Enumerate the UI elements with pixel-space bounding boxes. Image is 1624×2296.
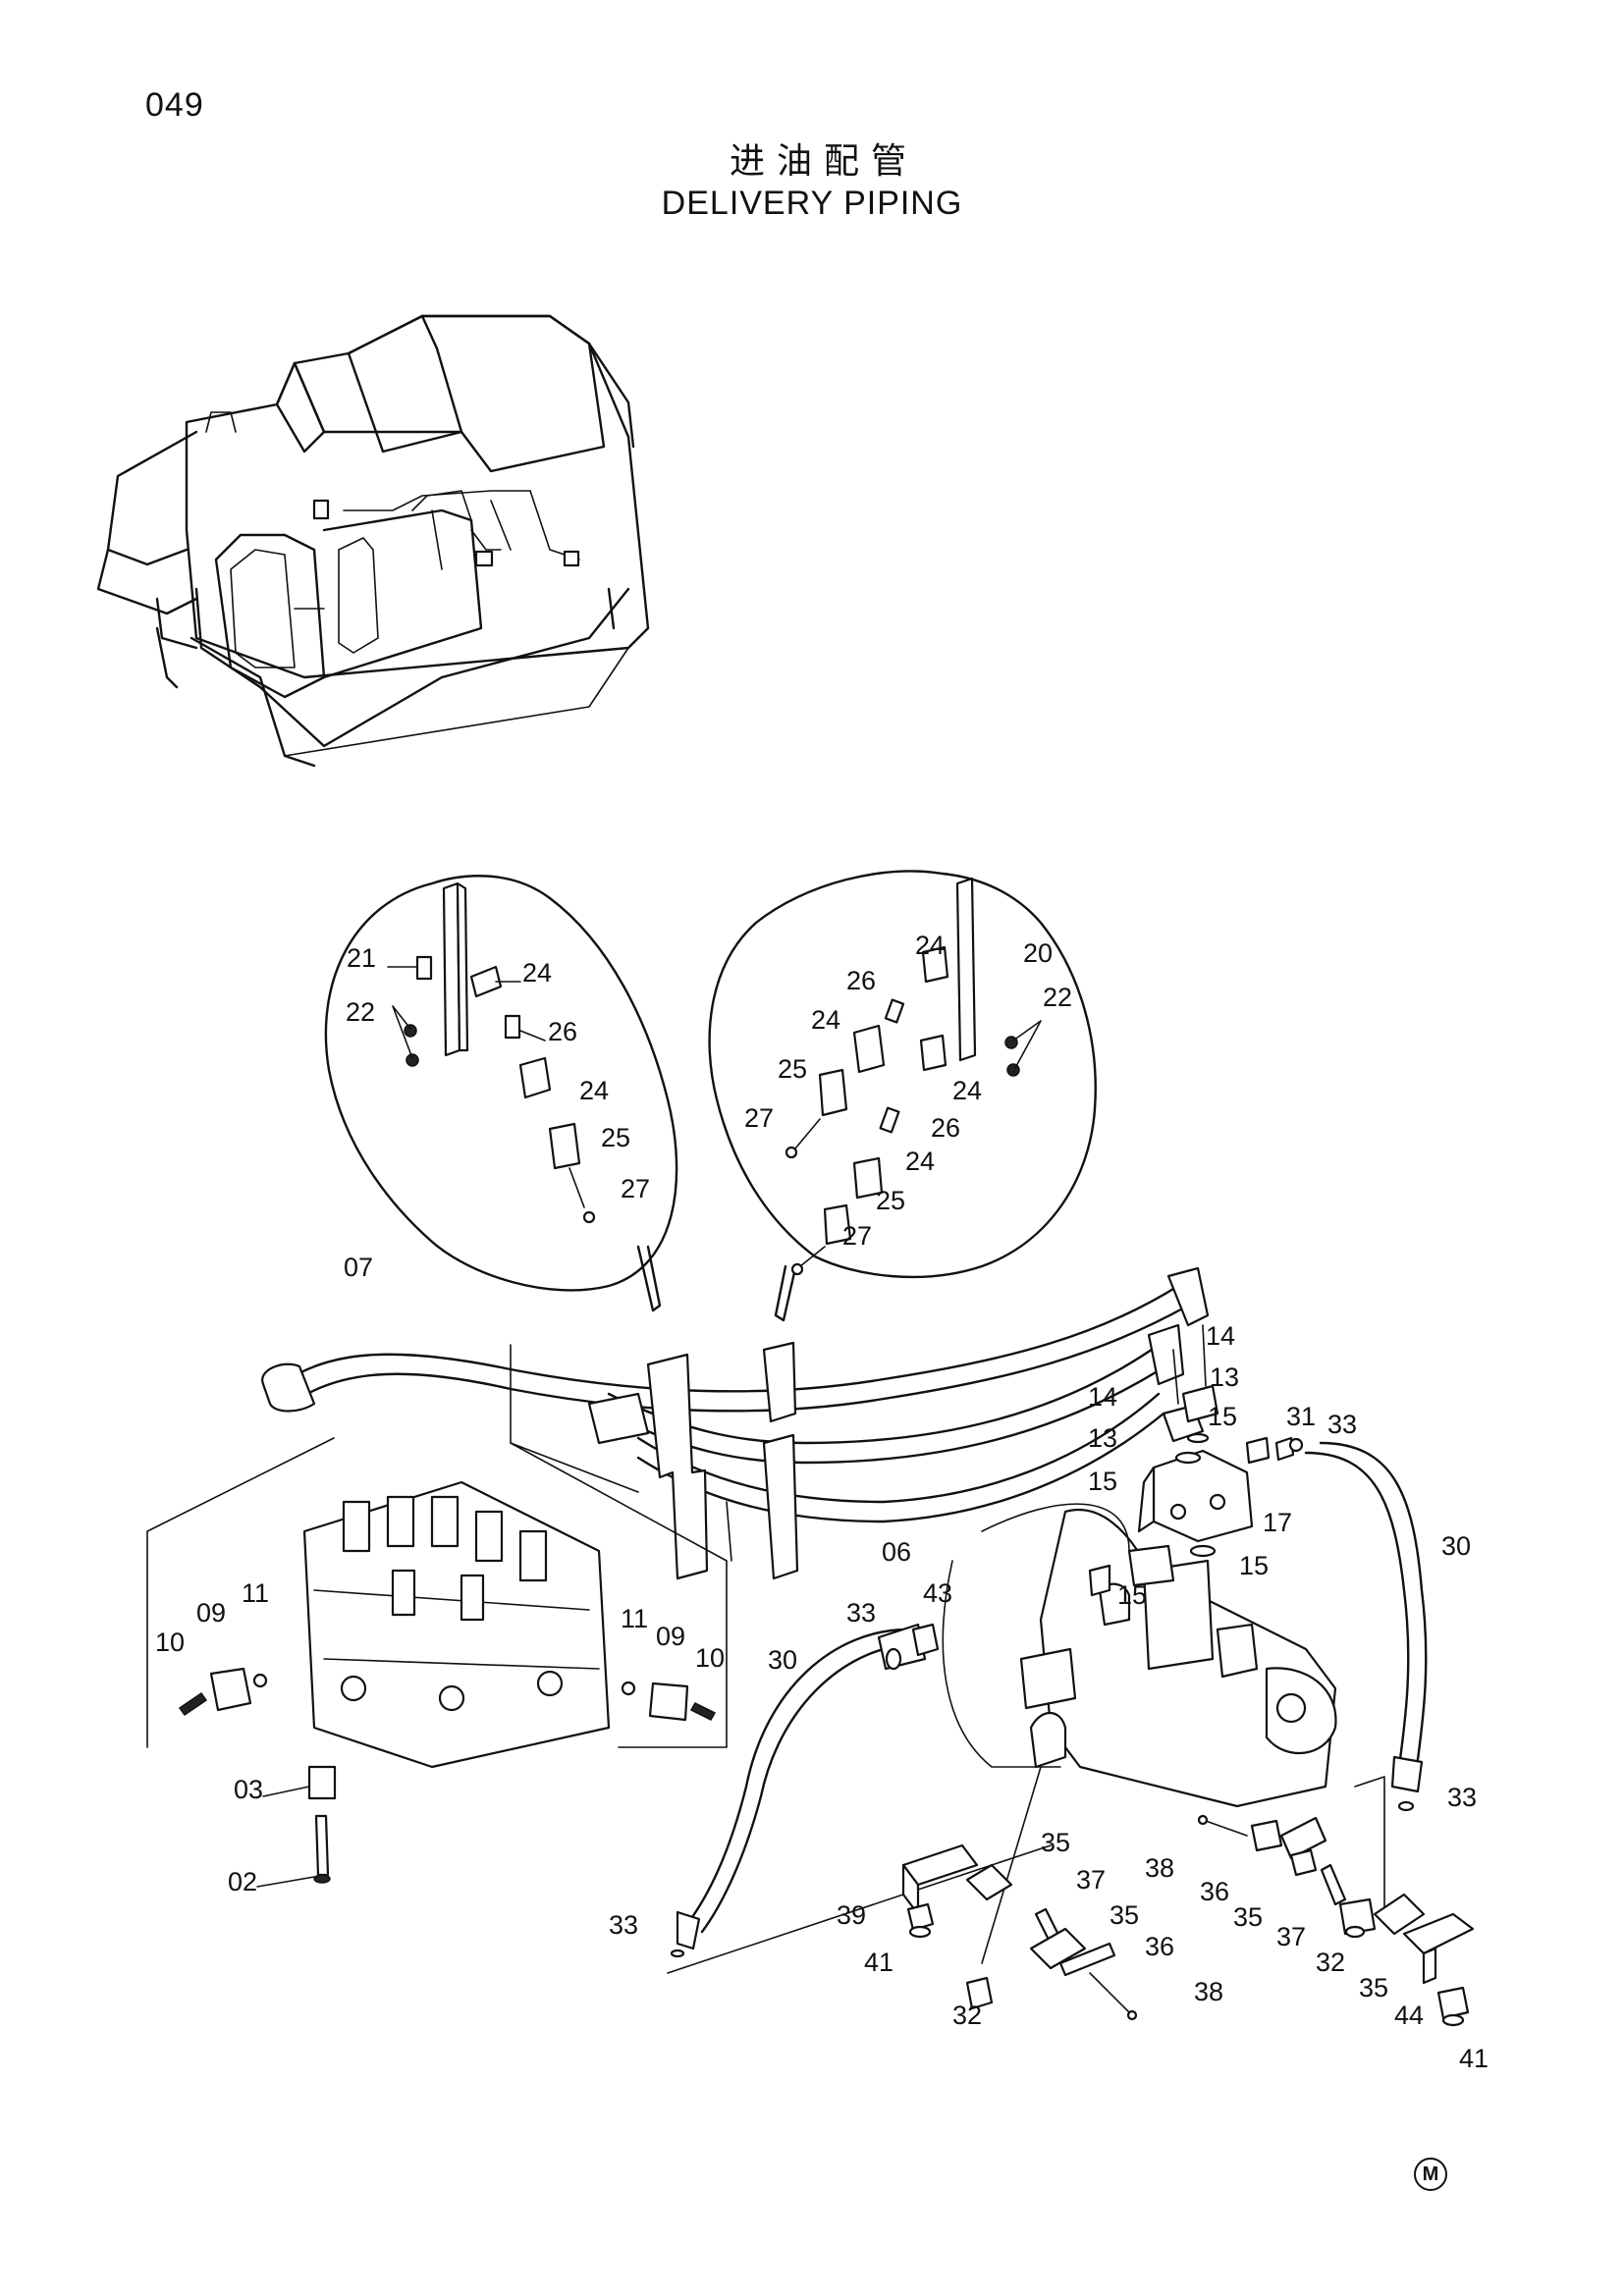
hoses [667,1441,1428,1974]
callout-39: 39 [837,1900,866,1930]
callout-24: 24 [905,1147,935,1176]
callout-24: 24 [915,931,945,960]
callout-24: 24 [522,958,552,988]
callout-41: 41 [864,1948,893,1977]
callout-14: 14 [1206,1321,1235,1351]
callout-33: 33 [846,1598,876,1628]
callout-14: 14 [1088,1382,1117,1412]
right-clamp-detail [708,870,1097,1322]
callout-24: 24 [811,1005,840,1035]
callout-21: 21 [347,943,376,973]
callout-31: 31 [1286,1402,1316,1431]
callout-15: 15 [1239,1551,1269,1580]
callout-13: 13 [1088,1423,1117,1453]
callout-15: 15 [1117,1580,1147,1610]
callout-26: 26 [548,1017,577,1046]
callout-07: 07 [344,1253,373,1282]
callout-06: 06 [882,1537,911,1567]
callout-36: 36 [1200,1877,1229,1906]
callout-02: 02 [228,1867,257,1896]
callout-24: 24 [579,1076,609,1105]
callout-10: 10 [155,1628,185,1657]
callout-13: 13 [1210,1362,1239,1392]
callout-22: 22 [346,997,375,1027]
callout-27: 27 [744,1103,774,1133]
callout-25: 25 [876,1186,905,1215]
callout-33: 33 [609,1910,638,1940]
callout-43: 43 [923,1578,952,1608]
callout-35: 35 [1359,1973,1388,2002]
callout-26: 26 [846,966,876,995]
callout-27: 27 [621,1174,650,1203]
pump-assembly [942,1324,1337,1808]
excavator-overview [96,314,650,768]
callout-38: 38 [1194,1977,1223,2006]
title-chinese: 进油配管 [729,141,918,182]
callout-17: 17 [1263,1508,1292,1537]
manufacturer-mark: M [1414,2158,1447,2191]
callout-20: 20 [1023,938,1053,968]
callout-41: 41 [1459,2044,1489,2073]
callout-26: 26 [931,1113,960,1143]
title-english: DELIVERY PIPING [661,185,963,222]
callout-36: 36 [1145,1932,1174,1961]
callout-33: 33 [1327,1410,1357,1439]
callout-27: 27 [842,1221,872,1251]
callout-03: 03 [234,1775,263,1804]
callout-44: 44 [1394,2001,1424,2030]
left-clamp-detail [324,875,678,1312]
callout-35: 35 [1041,1828,1070,1857]
callout-30: 30 [1441,1531,1471,1561]
callout-35: 35 [1110,1900,1139,1930]
callout-25: 25 [601,1123,630,1152]
callout-37: 37 [1076,1865,1106,1895]
callout-15: 15 [1088,1467,1117,1496]
callout-11: 11 [621,1604,648,1633]
callout-09: 09 [656,1622,685,1651]
callout-37: 37 [1276,1922,1306,1951]
callout-38: 38 [1145,1853,1174,1883]
callout-24: 24 [952,1076,982,1105]
callout-22: 22 [1043,983,1072,1012]
control-valve [146,1437,728,1888]
brackets-and-clamps [901,1814,1475,2027]
callout-33: 33 [1447,1783,1477,1812]
delivery-pipes [261,1266,1210,1580]
callout-11: 11 [242,1578,269,1608]
callout-15: 15 [1208,1402,1237,1431]
callout-32: 32 [1316,1948,1345,1977]
callout-35: 35 [1233,1902,1263,1932]
callout-30: 30 [768,1645,797,1675]
callout-09: 09 [196,1598,226,1628]
callout-10: 10 [695,1643,725,1673]
callout-32: 32 [952,2001,982,2030]
page-number: 049 [145,86,204,124]
callout-25: 25 [778,1054,807,1084]
